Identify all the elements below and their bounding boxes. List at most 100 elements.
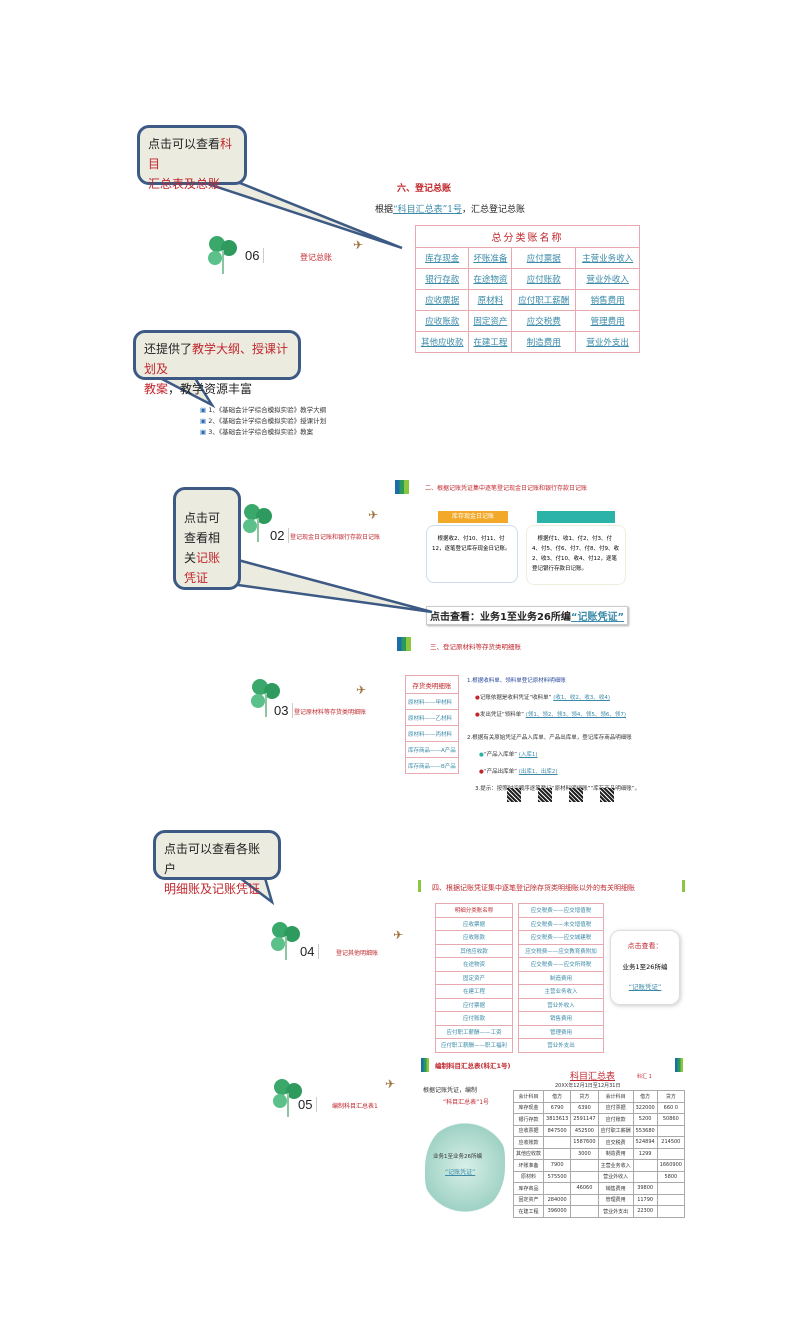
leaf-note: 业务1至业务26所编 — [433, 1154, 482, 1160]
slide05-note-link[interactable]: “科目汇总表”1号 — [443, 1099, 490, 1106]
slide-03: 三、登记原材料等存货类明细账 存货类明细账原材料——甲材料原材料——乙材料原材料… — [395, 635, 660, 810]
slide-bar-icon — [397, 637, 411, 651]
inventory-ledger-list: 存货类明细账原材料——甲材料原材料——乙材料原材料——丙材料库存商品——A产品库… — [405, 675, 459, 774]
sheet-date: 20XX年12月1日至12月31日 — [555, 1083, 621, 1089]
inventory-ledger-link[interactable]: 原材料——甲材料 — [405, 693, 459, 710]
callout-resources: 还提供了教学大纲、授课计划及教案，教学资源丰富 — [133, 330, 301, 396]
inventory-ledger-link[interactable]: 库存商品——B产品 — [405, 757, 459, 774]
table-cell — [656, 1205, 685, 1218]
qr-icon[interactable] — [507, 788, 521, 802]
leaf-icon — [243, 504, 272, 542]
table-cell: 22300 — [632, 1205, 658, 1218]
table-cell — [570, 1205, 599, 1218]
table-cell: 营业外支出 — [597, 1205, 634, 1218]
leaf-icon — [271, 922, 300, 960]
sheet-title: 科目汇总表 — [570, 1072, 616, 1082]
tab-cash-journal[interactable]: 库存现金日记账 — [438, 511, 508, 523]
word-doc-icon: ▣ — [200, 417, 207, 425]
tile-number: 05 — [298, 1097, 318, 1112]
bank-journal-note: 根据付1、收1、付2、付3、付4、付5、付6、付7、付8、付9、收2、收3、付1… — [526, 525, 626, 585]
slide-04: 四、根据记账凭证集中逐笔登记除存货类明细账以外的有关明细账 明细分类账名称应收票… — [410, 875, 690, 1053]
callout-vouchers: 点击可查看相关记账凭证 — [173, 487, 241, 590]
tile-03[interactable]: 03 登记原材料等存货类明细账 ✈ — [248, 675, 378, 719]
section06-subtitle: 根据“科目汇总表”1号，汇总登记总账 — [375, 205, 525, 215]
general-ledger-table: 总分类账名称 库存现金坏账准备应付票据主营业务收入银行存款在途物资应付账款营业外… — [414, 225, 640, 353]
qr-icon[interactable] — [538, 788, 552, 802]
section06-title: 六、登记总账 — [397, 184, 452, 194]
qr-icon[interactable] — [569, 788, 583, 802]
accent-bar — [682, 880, 685, 892]
tile-02[interactable]: 02 登记现金日记账和银行存款日记账 ✈ — [240, 500, 380, 544]
slide-05: 编制科目汇总表(科汇1号) 根据记账凭证，编制 “科目汇总表”1号 业务1至业务… — [415, 1055, 685, 1218]
tab-bank-journal[interactable]: 银行存款日记账 — [537, 511, 615, 523]
doc-item[interactable]: ▣ 3、《基础会计学综合模拟实验》教案 — [200, 428, 314, 436]
tile-number: 06 — [245, 248, 265, 263]
tile-label: 登记其他明细账 — [336, 950, 379, 957]
tile-number: 03 — [274, 703, 294, 718]
sheet-no: 科汇 1 — [637, 1074, 652, 1080]
bird-icon: ✈ — [356, 683, 367, 697]
bird-icon: ✈ — [393, 928, 404, 942]
tile-label: 编制科目汇总表1 — [332, 1103, 378, 1110]
leaf-icon — [273, 1079, 302, 1117]
table-cell: 3000 — [570, 1147, 599, 1160]
tile-05[interactable]: 05 编制科目汇总表1 ✈ — [270, 1075, 400, 1119]
detail-ledger-link[interactable]: 营业外支出 — [518, 1038, 604, 1053]
ledger-account-link[interactable]: 营业外支出 — [575, 331, 640, 353]
callout-summary: 点击可以查看科目汇总表及总账 — [137, 125, 247, 191]
column-header: 贷方 — [656, 1090, 685, 1103]
leaf-icon — [208, 236, 237, 274]
slide-title: 二、根据记账凭证集中逐笔登记现金日记账和银行存款日记账 — [425, 485, 588, 492]
accent-bar — [418, 880, 421, 892]
bird-icon: ✈ — [385, 1077, 396, 1091]
slide-02: 二、根据记账凭证集中逐笔登记现金日记账和银行存款日记账 库存现金日记账 银行存款… — [390, 475, 650, 630]
slide-title: 三、登记原材料等存货类明细账 — [430, 643, 521, 651]
ledger-account-link[interactable]: 在建工程 — [468, 331, 513, 353]
ledger-account-link[interactable]: 其他应收款 — [414, 331, 470, 353]
callout-ledgers: 点击可以查看各账户明细账及记账凭证 — [153, 830, 281, 896]
slide-title: 四、根据记账凭证集中逐笔登记除存货类明细账以外的有关明细账 — [432, 884, 635, 892]
tile-number: 02 — [270, 528, 290, 543]
slide-bar-icon — [395, 480, 409, 494]
document-list: ▣ 1、《基础会计学综合模拟实验》教学大纲 ▣ 2、《基础会计学综合模拟实验》授… — [200, 405, 326, 438]
tile-label: 登记现金日记账和银行存款日记账 — [290, 534, 381, 541]
table-row: 其他应收款在建工程制造费用营业外支出 — [414, 331, 640, 353]
detail-ledger-right: 应交税费——应交增值税应交税费——未交增值税应交税费——应交城建税应交税费——应… — [518, 903, 604, 1053]
doc-item[interactable]: ▣ 2、《基础会计学综合模拟实验》授课计划 — [200, 417, 327, 425]
table-cell: 660 0 — [656, 1101, 685, 1114]
word-doc-icon: ▣ — [200, 428, 207, 436]
detail-ledger-left: 明细分类账名称应收票据应收账款其他应收款在途物资固定资产在建工程应付票据应付账款… — [435, 903, 513, 1053]
slide03-content: 1.根据收料单、领料单登记原材料明细账 ●记账依据是收料凭证“收料单” (收1、… — [467, 678, 641, 792]
bird-icon: ✈ — [353, 238, 364, 252]
summary-link[interactable]: “科目汇总表”1号 — [393, 205, 462, 215]
cash-journal-note: 根据收2、付10、付11、付12，逐笔登记库存现金日记账。 — [426, 525, 518, 583]
slide05-note: 根据记账凭证，编制 — [423, 1087, 478, 1094]
slide-title: 编制科目汇总表(科汇1号) — [435, 1062, 511, 1070]
voucher-box[interactable]: 点击查看： 业务1至26所编 “记账凭证” — [610, 930, 680, 1005]
tile-06[interactable]: 06 登记总账 ✈ — [205, 232, 375, 276]
leaf-icon — [251, 679, 280, 717]
voucher-banner[interactable]: 点击查看：业务1至业务26所编“记账凭证” — [426, 606, 629, 625]
tile-label: 登记原材料等存货类明细账 — [294, 709, 367, 716]
detail-ledger-link[interactable]: 应付职工薪酬——职工福利 — [435, 1038, 513, 1053]
table-cell: 6390 — [570, 1101, 599, 1114]
word-doc-icon: ▣ — [200, 406, 207, 414]
tile-number: 04 — [300, 944, 320, 959]
qr-codes — [507, 787, 631, 806]
doc-item[interactable]: ▣ 1、《基础会计学综合模拟实验》教学大纲 — [200, 406, 327, 414]
tile-04[interactable]: 04 登记其他明细账 ✈ — [268, 918, 408, 962]
qr-icon[interactable] — [600, 788, 614, 802]
leaf-link[interactable]: “记账凭证” — [445, 1169, 476, 1176]
slide-bar-icon — [421, 1058, 429, 1072]
bird-icon: ✈ — [368, 508, 379, 522]
leaf-decoration — [425, 1120, 505, 1215]
tile-label: 登记总账 — [300, 253, 332, 262]
